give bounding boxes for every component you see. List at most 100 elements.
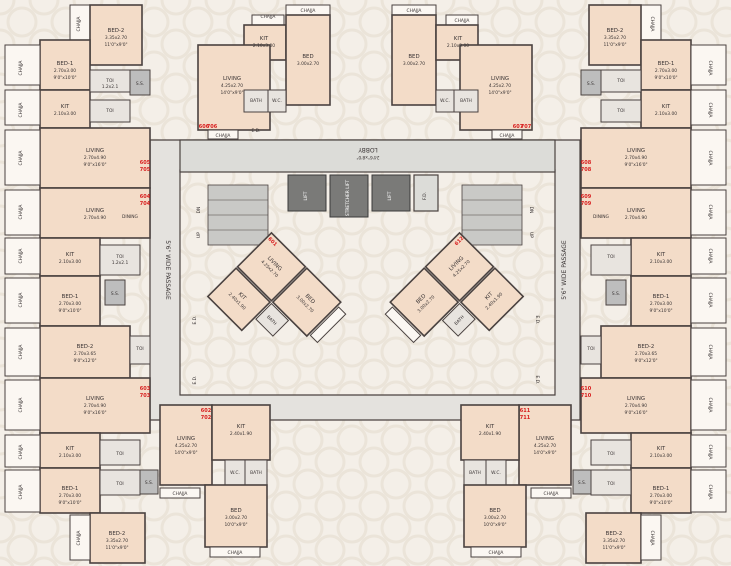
svg-text:4.25x2.70: 4.25x2.70 — [534, 443, 556, 449]
svg-text:CHAJJA: CHAJJA — [76, 531, 82, 546]
svg-text:9'0"x16'0": 9'0"x16'0" — [83, 410, 106, 416]
svg-text:DINING: DINING — [122, 214, 139, 220]
stair-right-up: UP — [528, 232, 534, 238]
svg-text:LIVING: LIVING — [627, 396, 645, 402]
svg-text:CHAJJA: CHAJJA — [500, 133, 515, 139]
svg-text:9'0"x10'0": 9'0"x10'0" — [58, 500, 81, 506]
svg-text:4.25x2.70: 4.25x2.70 — [489, 83, 511, 89]
svg-text:BED-2: BED-2 — [109, 531, 126, 537]
svg-text:CHAJJA: CHAJJA — [301, 8, 316, 14]
svg-text:2.70x3.00: 2.70x3.00 — [59, 301, 81, 307]
svg-text:706: 706 — [207, 124, 218, 130]
svg-text:2.70x4.90: 2.70x4.90 — [84, 215, 106, 221]
svg-text:BED: BED — [230, 508, 241, 514]
unit-612: 612 — [454, 235, 466, 247]
svg-text:LIVING: LIVING — [86, 396, 104, 402]
svg-text:BED-2: BED-2 — [638, 344, 655, 350]
ed-top: E.D. — [252, 128, 261, 134]
unit-607: 607 — [513, 124, 524, 130]
svg-text:CHAJJA: CHAJJA — [228, 550, 243, 556]
svg-text:KIT: KIT — [237, 291, 248, 302]
svg-text:TOI: TOI — [115, 481, 123, 487]
svg-text:3.35x2.70: 3.35x2.70 — [105, 35, 127, 41]
unit-601: 601 — [266, 236, 278, 248]
svg-text:CHAJJA: CHAJJA — [18, 398, 24, 413]
svg-text:10'0"x9'0": 10'0"x9'0" — [483, 522, 506, 528]
svg-text:11'0"x9'0": 11'0"x9'0" — [602, 545, 625, 551]
svg-text:CHAJJA: CHAJJA — [18, 345, 24, 360]
svg-text:711: 711 — [520, 415, 531, 421]
svg-text:2.10x3.00: 2.10x3.00 — [59, 259, 81, 265]
lobby — [179, 139, 556, 173]
svg-text:2.10x3.00: 2.10x3.00 — [253, 43, 275, 49]
svg-text:3.00x2.70: 3.00x2.70 — [403, 61, 425, 67]
flat-right-bottom: KIT 2.10x3.00 TOI TOI S.S. BED-1 2.70x3.… — [530, 432, 727, 564]
flat-right-mid-lower: BED-2 2.70x3.65 9'0"x12'0" TOI LIVING 2.… — [580, 325, 727, 434]
svg-text:TOI: TOI — [606, 451, 614, 457]
svg-text:TOI: TOI — [135, 346, 143, 352]
svg-text:CHAJJA: CHAJJA — [489, 550, 504, 556]
svg-text:9'0"x10'0": 9'0"x10'0" — [649, 308, 672, 314]
svg-text:TOI: TOI — [606, 254, 614, 260]
svg-text:2.70x4.90: 2.70x4.90 — [625, 215, 647, 221]
svg-text:2.40x1.90: 2.40x1.90 — [230, 431, 252, 437]
svg-text:BATH: BATH — [460, 98, 472, 104]
unit-603: 603 — [140, 386, 151, 392]
svg-text:CHAJJA: CHAJJA — [649, 17, 655, 32]
svg-text:9'0"x16'0": 9'0"x16'0" — [83, 162, 106, 168]
svg-text:2.70x4.90: 2.70x4.90 — [84, 403, 106, 409]
svg-text:BED-2: BED-2 — [108, 28, 125, 34]
svg-text:CHAJJA: CHAJJA — [707, 249, 713, 264]
flat-left-mid-lower: BED-2 2.70x3.65 9'0"x12'0" TOI LIVING 2.… — [4, 325, 151, 434]
stair-left-up: UP — [196, 232, 202, 238]
svg-text:CHAJJA: CHAJJA — [18, 485, 24, 500]
svg-text:CHAJJA: CHAJJA — [18, 293, 24, 308]
svg-text:BED-1: BED-1 — [62, 486, 79, 492]
svg-text:CHAJJA: CHAJJA — [18, 151, 24, 166]
svg-text:14'0"x9'0": 14'0"x9'0" — [533, 450, 556, 456]
svg-text:BED-1: BED-1 — [658, 61, 675, 67]
svg-text:W.C.: W.C. — [440, 98, 450, 104]
svg-text:S.S.: S.S. — [111, 291, 119, 297]
lift-core-labels: LIFT STRETCHER LIFT LIFT F.D. — [303, 180, 428, 216]
svg-text:2.70x3.65: 2.70x3.65 — [74, 351, 96, 357]
svg-text:KIT: KIT — [237, 424, 246, 430]
svg-text:TOI: TOI — [606, 481, 614, 487]
svg-text:TOI: TOI — [105, 108, 113, 114]
svg-text:1.2x2.1: 1.2x2.1 — [102, 84, 119, 90]
svg-text:S.S.: S.S. — [578, 480, 586, 486]
unit-610: 610 — [581, 386, 592, 392]
svg-text:2.10x3.00: 2.10x3.00 — [54, 111, 76, 117]
staircase-right: DN UP — [461, 184, 534, 246]
svg-text:2.70x3.65: 2.70x3.65 — [635, 351, 657, 357]
svg-text:9'0"x10'0": 9'0"x10'0" — [53, 75, 76, 81]
flat-top-left: KIT 2.10x3.00 BED 3.00x2.70 LIVING 4.25x… — [197, 4, 331, 140]
unit-602: 602 — [201, 408, 212, 414]
svg-text:1.2x2.1: 1.2x2.1 — [112, 260, 129, 266]
unit-611: 611 — [520, 408, 531, 414]
svg-text:KIT: KIT — [662, 104, 671, 110]
flat-bottom-right: LIVING 4.25x2.70 14'0"x9'0" KIT 2.40x1.9… — [460, 404, 572, 558]
svg-text:BATH: BATH — [250, 470, 262, 476]
fd-box — [413, 174, 439, 212]
svg-text:CHAJJA: CHAJJA — [707, 61, 713, 76]
lift-right — [371, 174, 411, 212]
flat-left-mid-upper: LIVING 2.70x4.90 KIT 2.10x3.00 TOI 1.2x2… — [4, 187, 151, 327]
svg-text:11'0"x9'0": 11'0"x9'0" — [104, 42, 127, 48]
svg-text:9'0"x16'0": 9'0"x16'0" — [624, 162, 647, 168]
lift-left-label: LIFT — [303, 191, 309, 200]
svg-text:KIT: KIT — [657, 252, 666, 258]
svg-text:BED: BED — [302, 54, 313, 60]
flat-top-right: BED 3.00x2.70 KIT 2.10x3.00 LIVING 4.25x… — [391, 4, 533, 140]
svg-text:CHAJJA: CHAJJA — [216, 133, 231, 139]
ed-left-2: E.D. — [192, 376, 198, 385]
svg-text:CHAJJA: CHAJJA — [18, 249, 24, 264]
svg-text:BED-2: BED-2 — [77, 344, 94, 350]
stretcher-lift — [329, 174, 369, 218]
svg-text:KIT: KIT — [486, 424, 495, 430]
svg-text:10'0"x9'0": 10'0"x9'0" — [224, 522, 247, 528]
svg-text:LIVING: LIVING — [223, 76, 241, 82]
svg-text:9'0"x10'0": 9'0"x10'0" — [58, 308, 81, 314]
svg-text:3.00x2.70: 3.00x2.70 — [484, 515, 506, 521]
